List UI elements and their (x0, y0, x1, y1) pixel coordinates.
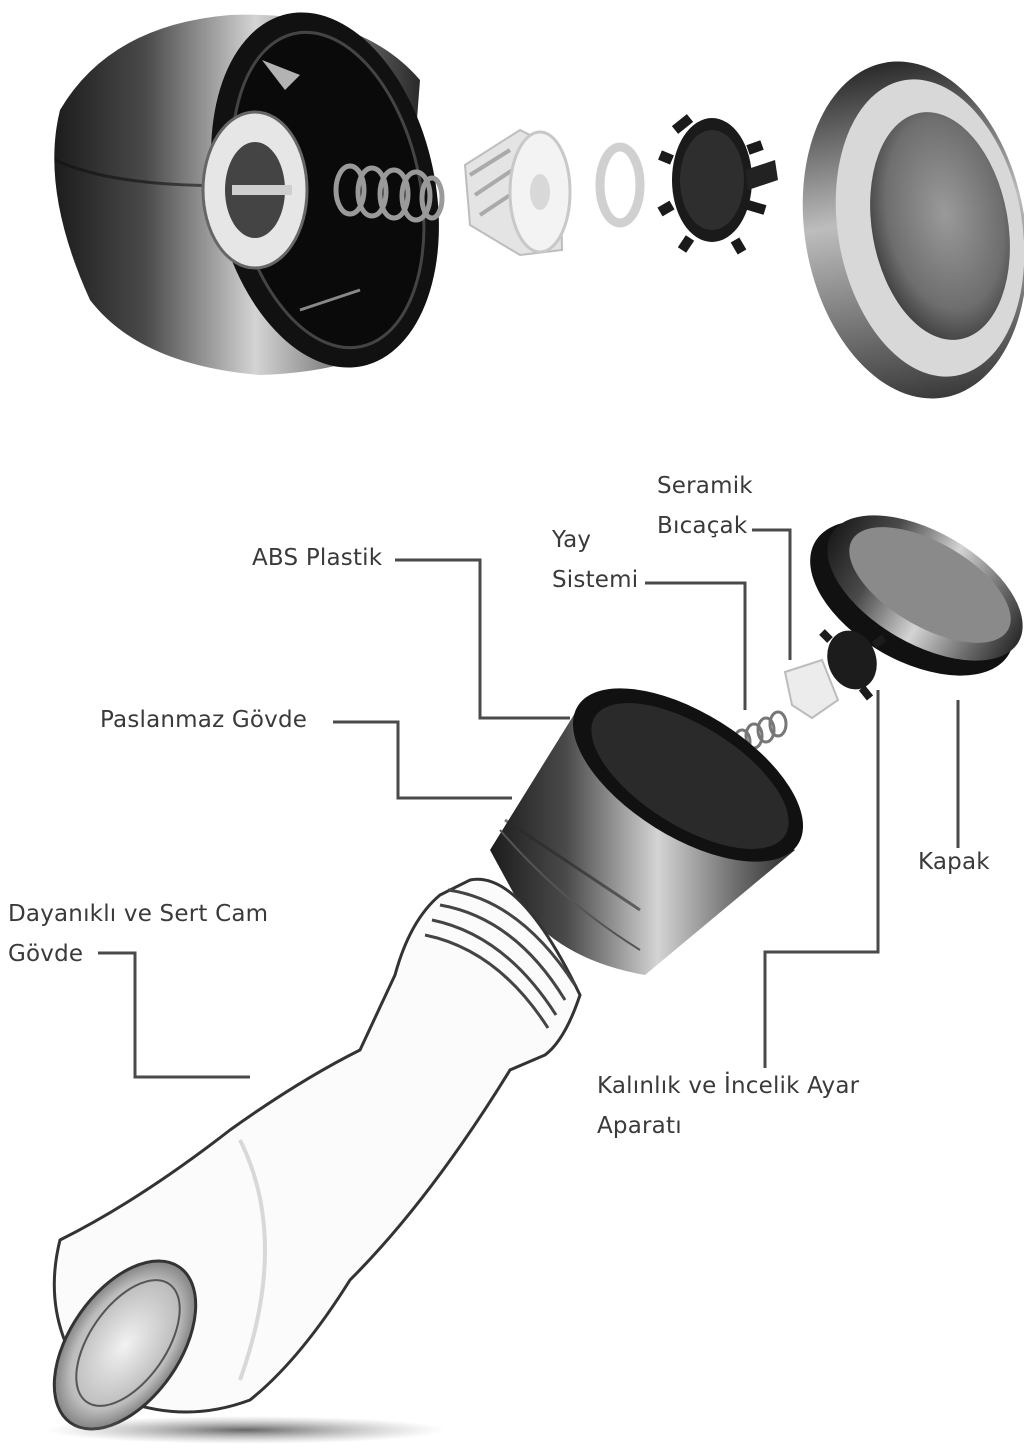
ceramic-burr-top (463, 128, 572, 257)
label-kapak: Kapak (918, 849, 990, 875)
floor-shadow (45, 1416, 445, 1444)
label-yay-line2: Sistemi (552, 567, 639, 593)
leader-lines (98, 528, 960, 1079)
label-yay-line1: Yay (552, 527, 592, 553)
stainless-body-lower (490, 688, 804, 975)
label-cam-line2: Gövde (8, 941, 84, 967)
spring-top (333, 163, 445, 223)
leader-ayar (763, 690, 880, 1068)
washer-top (595, 142, 645, 228)
ceramic-burr-lower (783, 658, 840, 720)
steel-housing-top (54, 12, 439, 376)
label-ayar-line2: Aparatı (597, 1113, 682, 1139)
leader-abs (395, 558, 570, 720)
adjustment-nut-lower (819, 629, 887, 701)
glass-jar-base (52, 1259, 198, 1431)
label-seramik-line1: Seramik (657, 473, 753, 499)
leader-yay (645, 581, 747, 710)
label-ayar-line1: Kalınlık ve İncelik Ayar (597, 1073, 860, 1099)
label-seramik-line2: Bıcaçak (657, 513, 748, 539)
lower-exploded-view (45, 515, 1023, 1444)
leader-cam (98, 951, 250, 1079)
label-abs-plastik: ABS Plastik (252, 545, 383, 571)
label-cam-line1: Dayanıklı ve Sert Cam (8, 901, 269, 927)
leader-seramik (752, 528, 792, 660)
label-paslanmaz-govde: Paslanmaz Gövde (100, 707, 308, 733)
cap-top (802, 61, 1024, 399)
adjustment-nut-top (657, 114, 778, 255)
leader-paslanmaz (333, 720, 512, 800)
top-exploded-view (54, 12, 1024, 399)
glass-jar (52, 877, 582, 1431)
